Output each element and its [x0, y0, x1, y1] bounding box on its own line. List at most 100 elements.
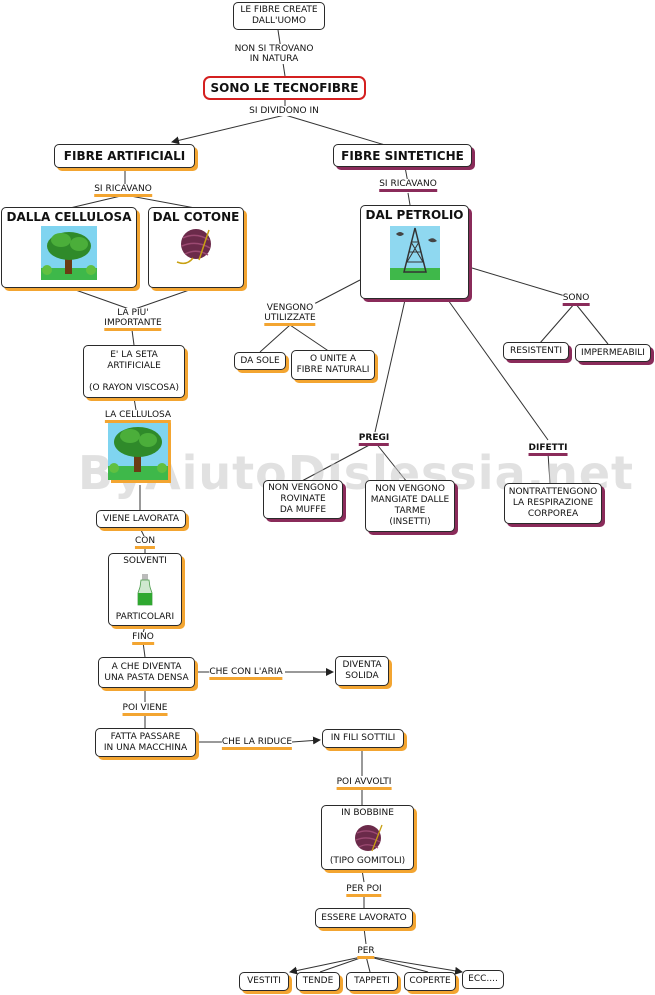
node-text: IN UNA MACCHINA — [103, 742, 188, 753]
node-text: LE FIBRE CREATE — [240, 5, 318, 15]
node-fatta-passare-macchina[interactable]: FATTA PASSARE IN UNA MACCHINA — [95, 728, 196, 757]
node-da-sole[interactable]: DA SOLE — [234, 352, 286, 370]
node-tende[interactable]: TENDE — [296, 972, 340, 991]
link-text: IMPORTANTE — [104, 318, 162, 328]
node-text: ARTIFICIALE — [107, 360, 161, 371]
node-respirazione-corporea[interactable]: NONTRATTENGONO LA RESPIRAZIONE CORPOREA — [504, 483, 602, 524]
node-text: DA SOLE — [240, 355, 280, 366]
node-text: SOLIDA — [345, 671, 379, 681]
node-text: TAPPETI — [354, 976, 390, 986]
node-text: VESTITI — [247, 976, 281, 986]
link-con: CON — [134, 536, 156, 549]
node-text: DA MUFFE — [279, 505, 327, 515]
node-fibre-create[interactable]: LE FIBRE CREATE DALL'UOMO — [233, 2, 325, 30]
node-fili-sottili[interactable]: IN FILI SOTTILI — [322, 729, 404, 748]
node-bobbine-gomitoli[interactable]: IN BOBBINE (TIPO GOMITOLI) — [321, 805, 414, 870]
link-si-ricavano-sintetiche: SI RICAVANO — [379, 179, 437, 192]
node-seta-artificiale[interactable]: E' LA SETA ARTIFICIALE (O RAYON VISCOSA) — [83, 345, 185, 398]
node-text: NONTRATTENGONO — [508, 487, 598, 497]
node-non-rovinate-muffe[interactable]: NON VENGONO ROVINATE DA MUFFE — [263, 480, 343, 519]
cellulosa-image — [108, 420, 168, 480]
link-per: PER — [357, 946, 375, 959]
node-text: IN BOBBINE — [341, 808, 394, 818]
node-non-mangiate-tarme[interactable]: NON VENGONO MANGIATE DALLE TARME (INSETT… — [365, 480, 455, 532]
tree-icon — [41, 226, 97, 280]
node-dal-petrolio[interactable]: DAL PETROLIO — [360, 205, 469, 299]
node-text: SOLVENTI — [123, 556, 167, 566]
link-si-dividono: SI DIVIDONO IN — [249, 106, 319, 116]
node-text: FATTA PASSARE — [110, 731, 181, 742]
node-text: E' LA SETA — [110, 349, 158, 360]
node-text: PARTICOLARI — [115, 612, 175, 622]
node-tappeti[interactable]: TAPPETI — [346, 972, 398, 991]
yarn-ball-icon — [354, 824, 383, 851]
node-vestiti[interactable]: VESTITI — [239, 972, 289, 991]
link-sono: SONO — [562, 293, 590, 306]
node-diventa-solida[interactable]: DIVENTA SOLIDA — [335, 656, 389, 686]
node-text: COPERTE — [409, 976, 451, 986]
node-text: DIVENTA — [342, 660, 382, 670]
link-piu-importante: LA PIU' IMPORTANTE — [104, 308, 162, 331]
oil-derrick-icon — [389, 226, 440, 280]
link-pregi: PREGI — [358, 433, 390, 446]
link-text: IN NATURA — [249, 54, 299, 64]
node-dal-cotone[interactable]: DAL COTONE — [148, 207, 244, 288]
link-vengono-utilizzate: VENGONO UTILIZZATE — [264, 303, 316, 326]
tree-icon — [108, 420, 168, 480]
node-resistenti[interactable]: RESISTENTI — [503, 342, 569, 360]
node-text: (INSETTI) — [389, 517, 431, 527]
link-si-ricavano-artificiali: SI RICAVANO — [94, 184, 152, 197]
node-tecnofibre[interactable]: SONO LE TECNOFIBRE — [203, 76, 366, 100]
node-text: FIBRE NATURALI — [296, 365, 370, 375]
node-text: TENDE — [302, 976, 334, 986]
node-dalla-cellulosa[interactable]: DALLA CELLULOSA — [1, 207, 137, 288]
node-text: UNA PASTA DENSA — [104, 672, 189, 683]
node-ecc[interactable]: ECC.... — [462, 970, 504, 989]
node-solventi-particolari[interactable]: SOLVENTI PARTICOLARI — [108, 553, 182, 626]
link-fino: FINO — [132, 632, 154, 645]
node-impermeabili[interactable]: IMPERMEABILI — [575, 344, 651, 362]
node-text: O UNITE A — [309, 354, 357, 364]
node-pasta-densa[interactable]: A CHE DIVENTA UNA PASTA DENSA — [98, 657, 195, 688]
link-che-con-aria: CHE CON L'ARIA — [209, 667, 283, 680]
node-text: DALL'UOMO — [252, 16, 306, 26]
node-viene-lavorata[interactable]: VIENE LAVORATA — [96, 510, 186, 528]
node-text: IN FILI SOTTILI — [330, 733, 396, 743]
node-text: (TIPO GOMITOLI) — [329, 856, 406, 866]
node-text: FIBRE SINTETICHE — [341, 148, 464, 163]
node-text: VIENE LAVORATA — [103, 513, 179, 524]
link-text: VENGONO — [266, 303, 314, 313]
node-text: ESSERE LAVORATO — [321, 912, 407, 923]
node-text: SONO LE TECNOFIBRE — [210, 80, 359, 95]
node-text: FIBRE ARTIFICIALI — [63, 149, 186, 163]
link-difetti: DIFETTI — [528, 443, 568, 456]
node-text: DAL COTONE — [152, 210, 240, 224]
node-text: A CHE DIVENTA — [111, 661, 182, 672]
link-poi-viene: POI VIENE — [122, 703, 168, 716]
node-text: DAL PETROLIO — [365, 208, 464, 222]
node-text: (O RAYON VISCOSA) — [89, 382, 179, 393]
link-poi-avvolti: POI AVVOLTI — [336, 777, 392, 790]
link-text: NON SI TROVANO — [234, 44, 314, 54]
link-che-la-riduce: CHE LA RIDUCE — [221, 737, 293, 750]
link-la-cellulosa: LA CELLULOSA — [104, 410, 172, 423]
node-text: IMPERMEABILI — [581, 347, 645, 358]
node-text: ROVINATE — [280, 494, 326, 504]
node-coperte[interactable]: COPERTE — [404, 972, 456, 991]
node-essere-lavorato[interactable]: ESSERE LAVORATO — [315, 908, 413, 928]
node-unite-fibre-naturali[interactable]: O UNITE A FIBRE NATURALI — [291, 350, 375, 380]
link-text: LA PIU' — [117, 308, 149, 318]
node-fibre-artificiali[interactable]: FIBRE ARTIFICIALI — [54, 144, 195, 168]
link-per-poi: PER POI — [346, 884, 382, 897]
node-text: TARME — [394, 506, 426, 516]
link-non-si-trovano: NON SI TROVANO IN NATURA — [234, 44, 314, 64]
node-text: NON VENGONO — [268, 483, 338, 493]
node-text: RESISTENTI — [509, 345, 563, 356]
yarn-ball-icon — [176, 229, 211, 265]
node-text: CORPOREA — [527, 509, 579, 519]
node-text: NON VENGONO — [375, 484, 445, 494]
node-fibre-sintetiche[interactable]: FIBRE SINTETICHE — [333, 144, 472, 167]
solvent-bottle-icon — [137, 573, 153, 605]
link-text: UTILIZZATE — [264, 313, 316, 323]
